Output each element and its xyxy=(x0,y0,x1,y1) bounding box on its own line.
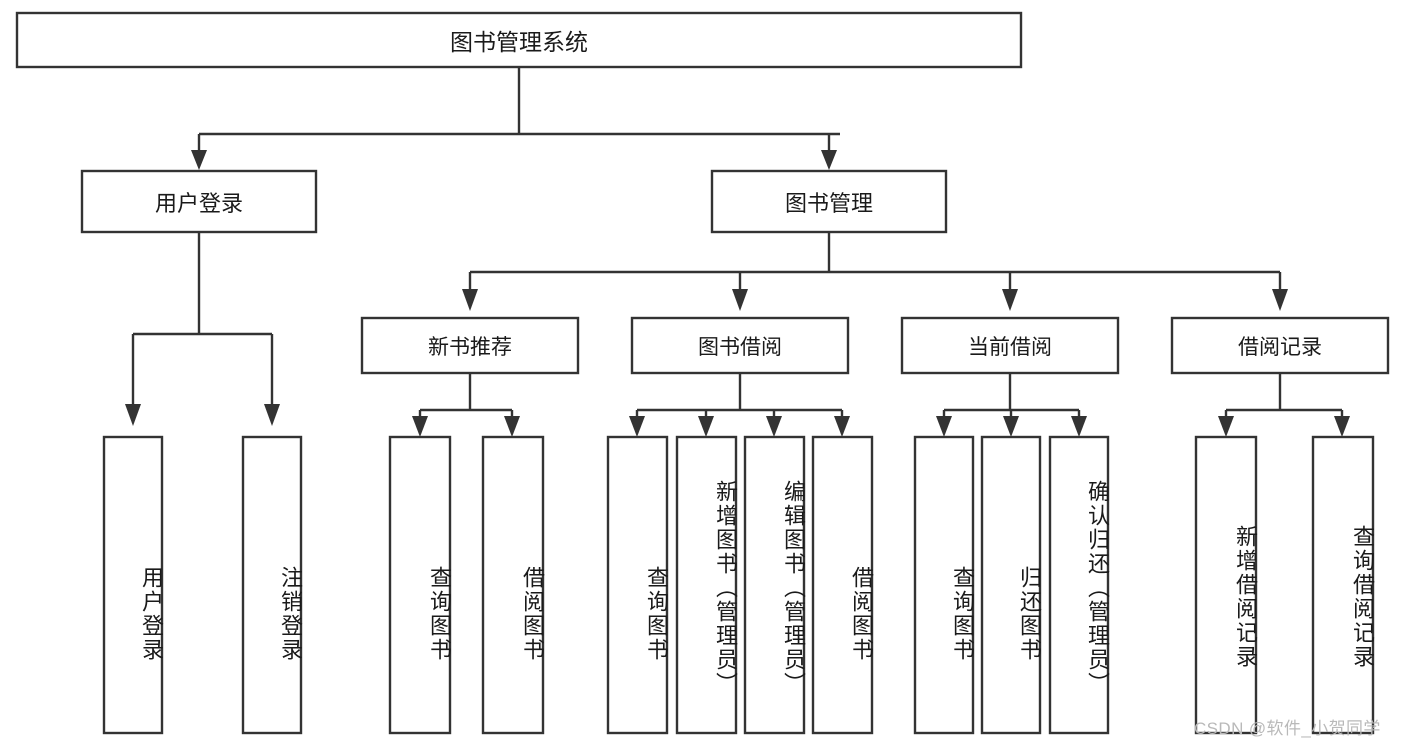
arrow-head-leaf-query-book-1 xyxy=(412,416,428,437)
leaf-box-query-record[interactable] xyxy=(1311,435,1375,735)
leaf-box-query-book-1[interactable] xyxy=(388,435,452,735)
arrow-head-book-manage xyxy=(821,150,837,170)
leaf-box-query-book-2[interactable] xyxy=(606,435,669,735)
leaf-box-edit-book[interactable] xyxy=(743,435,806,735)
arrow-head-leaf-add-book xyxy=(698,416,714,437)
connector-user-login-to-leaves xyxy=(125,232,280,426)
arrow-head-leaf-confirm-return xyxy=(1071,416,1087,437)
arrow-head-borrow-record xyxy=(1272,289,1288,311)
arrow-head-leaf-edit-book xyxy=(766,416,782,437)
arrow-head-leaf-return-book xyxy=(1003,416,1019,437)
leaf-box-add-record[interactable] xyxy=(1194,435,1258,735)
connector-current-borrow-to-leaves xyxy=(936,373,1087,437)
node-box-root[interactable] xyxy=(15,11,1023,69)
arrow-head-user-login xyxy=(191,150,207,170)
arrow-head-new-book xyxy=(462,289,478,311)
node-box-user-login[interactable] xyxy=(80,169,318,234)
arrow-head-leaf-query-book-2 xyxy=(629,416,645,437)
leaf-box-user-login[interactable] xyxy=(102,435,164,735)
arrow-head-book-borrow xyxy=(732,289,748,311)
arrow-head-leaf-add-record xyxy=(1218,416,1234,437)
node-box-book-manage[interactable] xyxy=(710,169,948,234)
leaf-box-return-book[interactable] xyxy=(980,435,1042,735)
leaf-box-borrow-book-2[interactable] xyxy=(811,435,874,735)
arrow-head-leaf-query-book-3 xyxy=(936,416,952,437)
node-box-borrow-record[interactable] xyxy=(1170,316,1390,375)
arrow-head-leaf-user-login xyxy=(125,404,141,426)
connector-new-book-to-leaves xyxy=(412,373,520,437)
arrow-head-leaf-query-record xyxy=(1334,416,1350,437)
connector-root-to-level2 xyxy=(191,67,840,170)
arrow-head-current-borrow xyxy=(1002,289,1018,311)
leaf-box-borrow-book-1[interactable] xyxy=(481,435,545,735)
leaf-box-add-book[interactable] xyxy=(675,435,738,735)
connector-borrow-record-to-leaves xyxy=(1218,373,1350,437)
leaf-box-logout[interactable] xyxy=(241,435,303,735)
leaf-box-query-book-3[interactable] xyxy=(913,435,975,735)
connector-book-manage-to-level3 xyxy=(462,232,1288,311)
connector-book-borrow-to-leaves xyxy=(629,373,850,437)
arrow-head-leaf-logout xyxy=(264,404,280,426)
node-box-book-borrow[interactable] xyxy=(630,316,850,375)
leaf-box-confirm-return[interactable] xyxy=(1048,435,1110,735)
node-box-current-borrow[interactable] xyxy=(900,316,1120,375)
arrow-head-leaf-borrow-book-1 xyxy=(504,416,520,437)
node-box-new-book-recommend[interactable] xyxy=(360,316,580,375)
arrow-head-leaf-borrow-book-2 xyxy=(834,416,850,437)
